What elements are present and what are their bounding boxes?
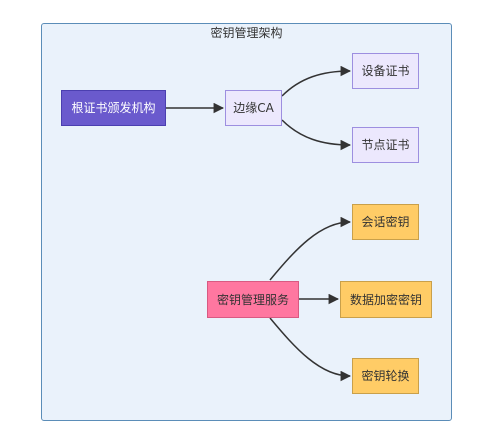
node-device-cert-label: 设备证书 [361, 64, 410, 78]
edge-edge-ca-to-device-cert [281, 65, 352, 97]
node-data-encryption-key-label: 数据加密密钥 [349, 292, 422, 307]
node-data-encryption-key: 数据加密密钥 [340, 281, 432, 318]
edge-kms-to-session-key [269, 216, 352, 281]
node-session-key: 会话密钥 [352, 204, 419, 240]
node-edge-ca: 边缘CA [225, 90, 282, 126]
cluster-title: 密钥管理架构 [210, 26, 283, 40]
node-device-cert: 设备证书 [352, 53, 419, 89]
node-node-cert: 节点证书 [352, 127, 419, 163]
node-node-cert-label: 节点证书 [361, 138, 410, 152]
node-edge-ca-label: 边缘CA [233, 101, 274, 115]
node-key-rotation-label: 密钥轮换 [361, 369, 410, 383]
node-key-management-service: 密钥管理服务 [207, 281, 299, 318]
edge-kms-to-key-rotation [269, 317, 352, 382]
node-key-management-service-label: 密钥管理服务 [216, 292, 289, 307]
edge-edge-ca-to-node-cert [281, 119, 352, 151]
node-root-ca: 根证书颁发机构 [61, 90, 166, 126]
node-root-ca-label: 根证书颁发机构 [71, 101, 156, 115]
node-session-key-label: 会话密钥 [361, 215, 410, 229]
node-key-rotation: 密钥轮换 [352, 358, 419, 394]
